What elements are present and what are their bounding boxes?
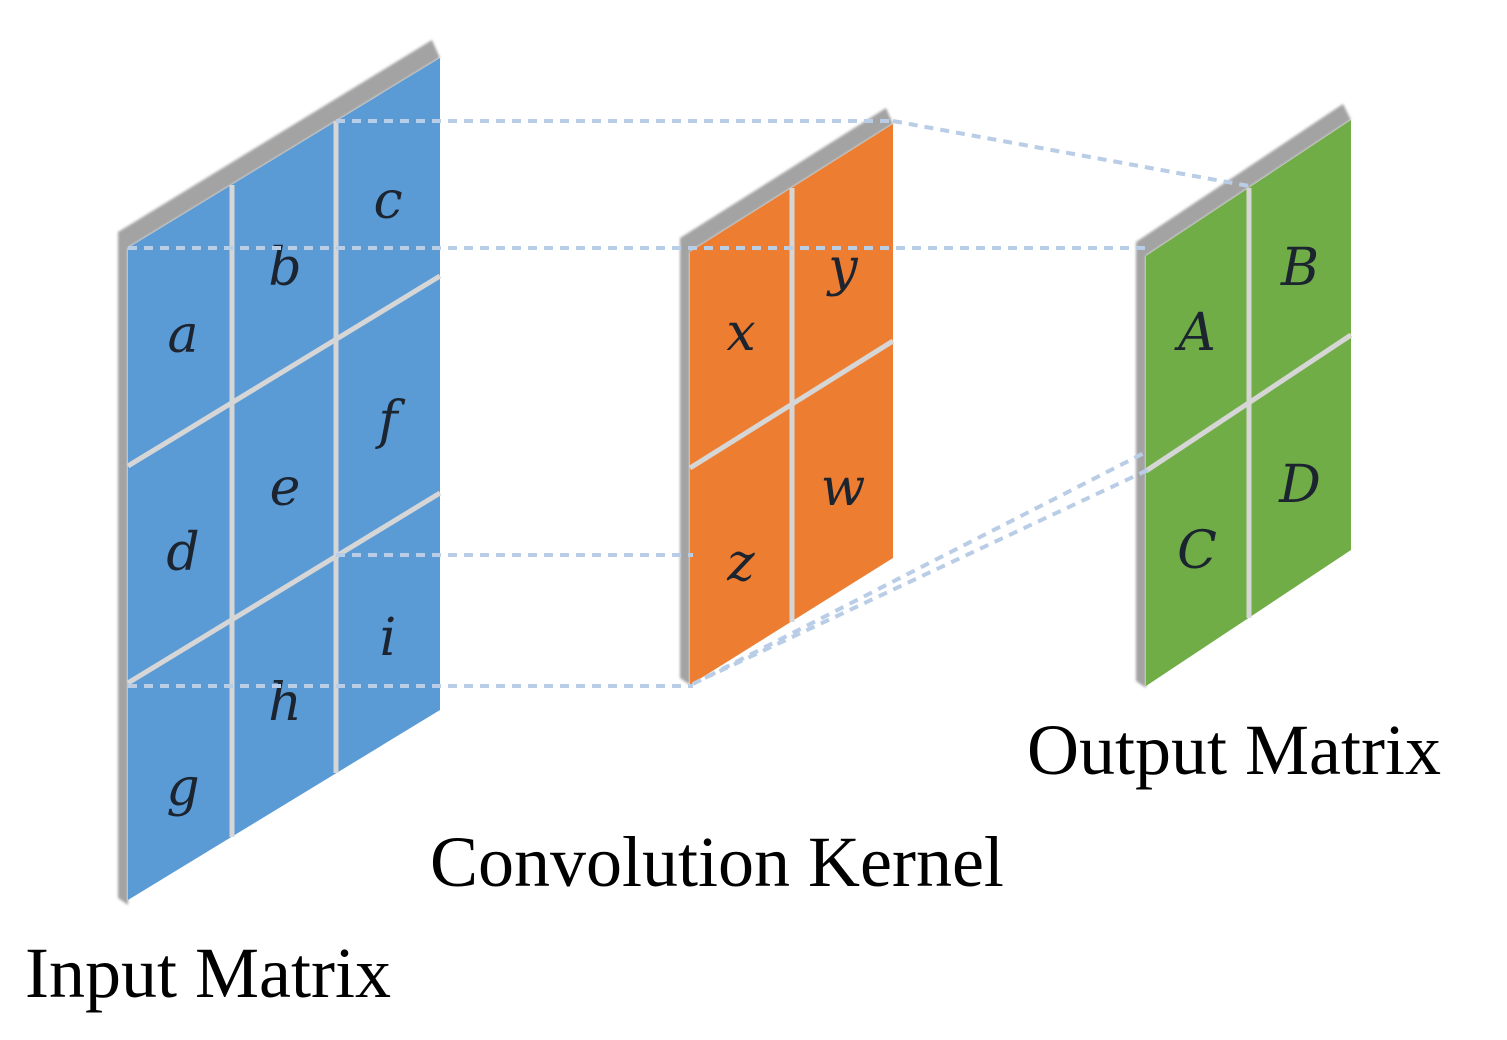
- input-grid-horizontal-1: [126, 273, 442, 469]
- input-cell-a: a: [167, 305, 198, 365]
- output-matrix: A B C D: [1136, 104, 1353, 688]
- input-cell-d: d: [166, 523, 199, 583]
- input-matrix-caption: Input Matrix: [25, 933, 391, 1013]
- input-cell-e: e: [270, 458, 301, 518]
- input-cell-g: g: [166, 758, 199, 818]
- guide-kernel-to-output-bottom-b: [704, 466, 1153, 680]
- guide-kernel-to-output-bottom-a: [692, 450, 1147, 686]
- input-grid-horizontal-2: [126, 490, 442, 686]
- output-matrix-caption: Output Matrix: [1027, 710, 1441, 790]
- output-grid-horizontal: [1144, 332, 1353, 474]
- input-cell-c: c: [373, 171, 402, 231]
- convolution-kernel: x y z w: [680, 108, 895, 685]
- kernel-cell-w: w: [821, 458, 866, 518]
- kernel-cell-x: x: [726, 303, 755, 363]
- output-cell-B: B: [1280, 238, 1319, 298]
- input-cell-i: i: [380, 608, 397, 668]
- kernel-caption: Convolution Kernel: [430, 822, 1004, 902]
- output-cell-C: C: [1177, 521, 1217, 581]
- output-cell-D: D: [1278, 455, 1321, 515]
- kernel-cell-z: z: [726, 533, 755, 593]
- kernel-grid-horizontal: [688, 338, 895, 471]
- guide-kernel-to-output-top: [892, 119, 1250, 188]
- projection-guides: [128, 119, 1250, 688]
- input-matrix-face: [128, 58, 440, 900]
- input-cell-h: h: [268, 673, 302, 733]
- input-matrix: a b c d e f g h i: [118, 40, 442, 905]
- output-cell-A: A: [1174, 303, 1216, 363]
